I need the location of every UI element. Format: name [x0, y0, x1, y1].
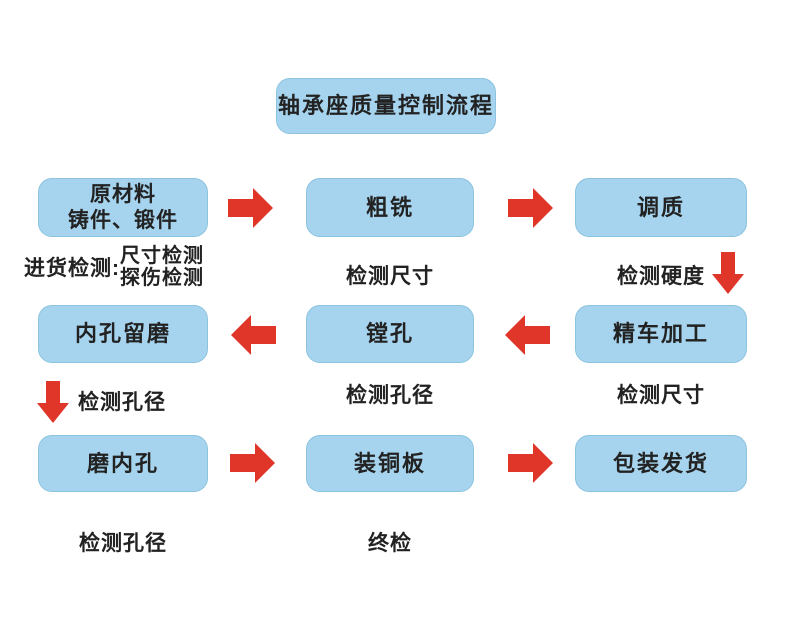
raw-material-line1: 原材料	[90, 182, 156, 206]
check-bore-after-allowance-note: 检测孔径	[78, 391, 166, 414]
flow-node-fine-turning: 精车加工	[575, 305, 747, 363]
arrow-down-icon	[36, 381, 70, 424]
incoming-inspection-label: 进货检测:	[24, 257, 120, 280]
arrow-left-icon	[230, 314, 276, 356]
arrow-right-icon	[228, 187, 274, 229]
final-inspection-note: 终检	[368, 532, 412, 555]
tempering-label: 调质	[636, 194, 685, 220]
arrow-down-icon	[711, 252, 745, 295]
flow-node-title-label: 轴承座质量控制流程	[277, 93, 494, 118]
flow-node-pack-and-ship: 包装发货	[575, 435, 747, 492]
flow-node-rough-milling: 粗铣	[306, 178, 474, 237]
pack-and-ship-label: 包装发货	[612, 450, 709, 476]
incoming-inspection-note: 进货检测: 尺寸检测 探伤检测	[24, 245, 204, 289]
boring-label: 镗孔	[365, 321, 414, 346]
check-size-after-turning-note: 检测尺寸	[617, 384, 705, 407]
arrow-left-icon	[504, 314, 550, 356]
hole-grinding-allowance-label: 内孔留磨	[74, 321, 171, 346]
flow-node-hole-grinding-allowance: 内孔留磨	[38, 305, 208, 363]
check-size-after-milling-note: 检测尺寸	[346, 265, 434, 288]
flow-node-boring: 镗孔	[306, 305, 474, 363]
arrow-right-icon	[508, 187, 554, 229]
incoming-check-flaw: 探伤检测	[120, 267, 204, 289]
flow-node-tempering: 调质	[575, 178, 747, 237]
check-hardness-note: 检测硬度	[617, 265, 705, 288]
install-copper-plate-label: 装铜板	[353, 450, 426, 476]
flow-node-grind-inner-hole: 磨内孔	[38, 435, 208, 492]
incoming-check-size: 尺寸检测	[120, 245, 204, 267]
raw-material-line2: 铸件、锻件	[68, 208, 178, 232]
flow-node-raw-material: 原材料 铸件、锻件	[38, 178, 208, 237]
flow-node-install-copper-plate: 装铜板	[306, 435, 474, 492]
fine-turning-label: 精车加工	[612, 321, 709, 346]
rough-milling-label: 粗铣	[365, 194, 414, 220]
check-bore-after-grinding-note: 检测孔径	[79, 532, 167, 555]
check-bore-after-boring-note: 检测孔径	[346, 384, 434, 407]
grind-inner-hole-label: 磨内孔	[86, 450, 159, 476]
arrow-right-icon	[508, 442, 554, 484]
flow-node-title: 轴承座质量控制流程	[276, 78, 496, 134]
arrow-right-icon	[230, 442, 276, 484]
